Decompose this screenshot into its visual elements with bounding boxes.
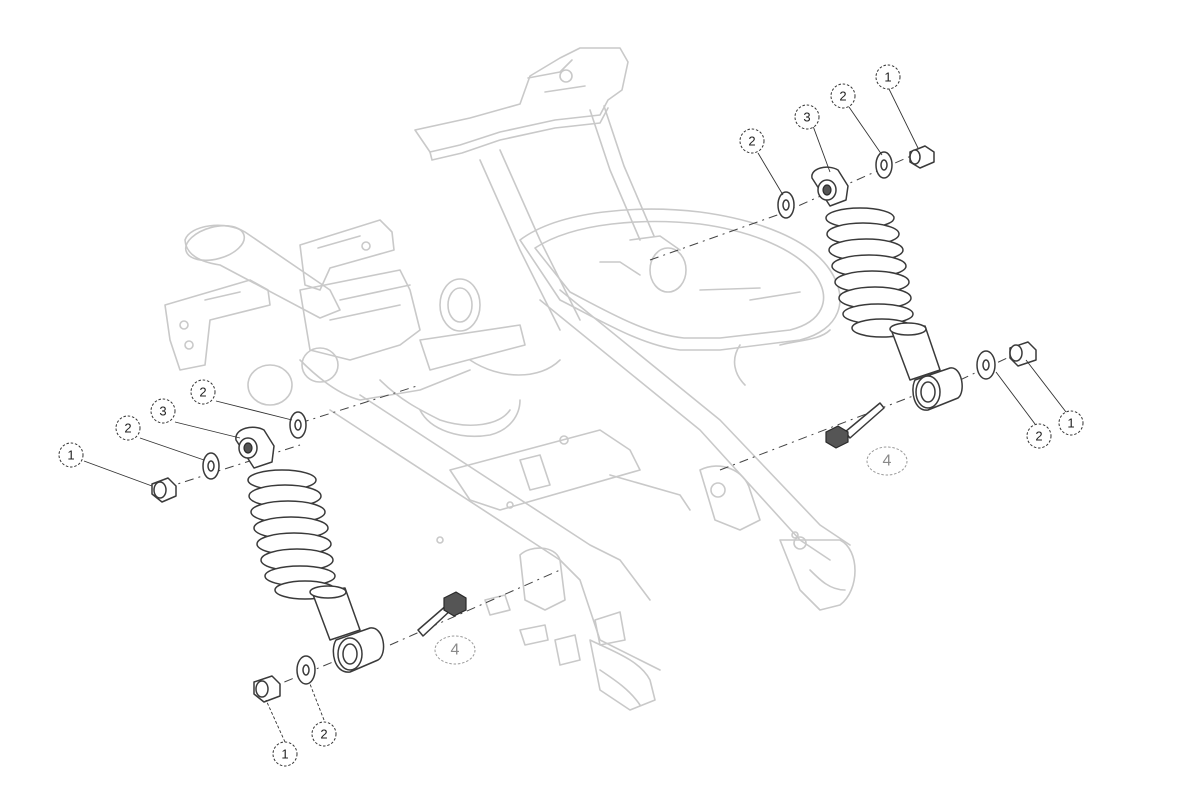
callout-left-3: 3 — [150, 398, 176, 424]
callout-right-2-top: 2 — [830, 83, 856, 109]
callout-label: 2 — [124, 421, 131, 436]
left-bottom-washer — [296, 655, 316, 685]
callout-label: 1 — [67, 448, 74, 463]
callout-label: 1 — [281, 747, 288, 762]
callout-left-2-mid: 2 — [115, 415, 141, 441]
callout-label: 2 — [199, 385, 206, 400]
callout-right-1-top: 1 — [875, 64, 901, 90]
swingarm-frame — [164, 47, 856, 711]
callout-label: 3 — [803, 110, 810, 125]
callout-label: 2 — [748, 134, 755, 149]
callout-label: 4 — [883, 453, 892, 470]
right-bolt — [825, 402, 885, 449]
callout-label: 2 — [839, 89, 846, 104]
left-top-washer-outer — [202, 452, 220, 480]
left-top-nut — [151, 477, 177, 503]
left-shock-spring — [247, 469, 336, 600]
right-bottom-washer — [976, 350, 996, 380]
callout-label: 2 — [320, 727, 327, 742]
callout-right-1-bottom: 1 — [1058, 410, 1084, 436]
callout-label: 4 — [451, 642, 460, 659]
callout-right-3: 3 — [794, 104, 820, 130]
right-shock-spring — [825, 207, 914, 338]
leader-lines — [83, 88, 1067, 743]
left-top-washer-inner — [289, 411, 307, 439]
right-shock-absorber — [811, 166, 963, 411]
callout-label: 3 — [159, 404, 166, 419]
callout-right-2-bottom: 2 — [1026, 423, 1052, 449]
right-bottom-nut — [1009, 341, 1037, 367]
callout-left-4: 4 — [434, 635, 476, 665]
callout-right-4: 4 — [866, 446, 908, 476]
left-bottom-nut — [253, 675, 281, 703]
callout-left-1-mid: 1 — [58, 442, 84, 468]
left-shock-absorber — [235, 426, 385, 673]
callout-label: 2 — [1035, 429, 1042, 444]
right-top-washer-inner — [777, 191, 795, 219]
callout-left-1-bottom: 1 — [272, 741, 298, 767]
callout-left-2-bottom: 2 — [311, 721, 337, 747]
callout-label: 1 — [1067, 416, 1074, 431]
callout-label: 1 — [884, 70, 891, 85]
left-bolt — [417, 591, 467, 637]
right-top-nut — [909, 145, 935, 169]
callout-right-2-mid: 2 — [739, 128, 765, 154]
right-top-washer-outer — [875, 151, 893, 179]
callout-left-2-upper: 2 — [190, 379, 216, 405]
